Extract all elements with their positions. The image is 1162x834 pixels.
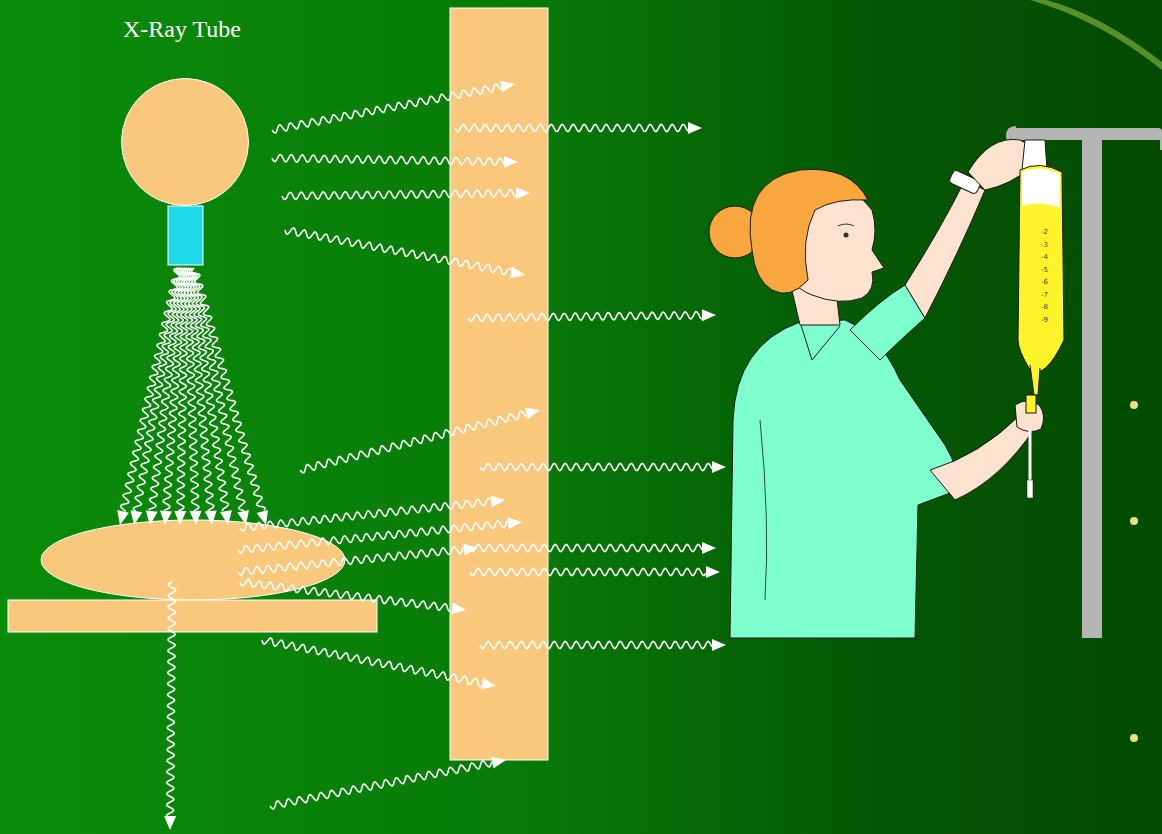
ray-wave <box>192 268 265 510</box>
ray-arrowhead <box>451 602 466 614</box>
ray-wave <box>190 268 245 511</box>
ray-arrowhead <box>205 511 217 526</box>
ray-wave <box>188 268 229 511</box>
ray-wave <box>468 312 702 322</box>
ray-arrowhead <box>146 510 158 525</box>
bullet-dot <box>1130 517 1138 525</box>
ray-wave <box>262 638 481 687</box>
ray-arrowhead <box>516 187 530 199</box>
xray-tube: X-Ray Tube <box>121 78 249 206</box>
shield-barrier <box>450 8 548 760</box>
ray-wave <box>480 463 712 470</box>
ray-wave <box>300 411 527 473</box>
ray-arrowhead <box>702 542 716 554</box>
iv-pole <box>1008 128 1162 638</box>
ray-wave <box>480 641 712 648</box>
ray-wave <box>167 582 176 816</box>
ray-arrowhead <box>688 122 702 134</box>
ray-arrowhead <box>174 511 186 525</box>
ray-wave <box>240 579 451 611</box>
ray-arrowhead <box>525 408 540 420</box>
ray-arrowhead <box>706 566 720 578</box>
ray-wave <box>470 568 706 575</box>
ray-wave <box>470 544 702 551</box>
ray-arrowhead <box>510 267 525 279</box>
patient-body <box>41 520 345 600</box>
ray-wave <box>272 84 502 133</box>
ray-arrowhead <box>164 816 176 830</box>
scale-number: -9 <box>1041 316 1048 324</box>
ray-arrowhead <box>491 757 506 769</box>
ray-wave <box>282 190 516 200</box>
decor-wedge <box>1030 0 1162 70</box>
ray-arrowhead <box>702 309 716 321</box>
ray-wave <box>285 228 511 275</box>
scale-number: -7 <box>1041 291 1048 299</box>
ray-wave <box>270 761 492 809</box>
scale-number: -3 <box>1041 241 1048 249</box>
scale-number: -4 <box>1041 253 1048 261</box>
ray-wave <box>272 155 504 166</box>
ray-wave <box>186 268 214 511</box>
ray-arrowhead <box>712 639 726 651</box>
ray-arrowhead <box>712 461 726 473</box>
ray-arrowhead <box>131 510 143 525</box>
ray-arrowhead <box>220 510 232 525</box>
ray-arrowhead <box>160 511 172 525</box>
ray-wave <box>455 124 688 131</box>
ray-arrowhead <box>117 510 129 525</box>
bullet-dot <box>1130 401 1138 409</box>
ray-arrowhead <box>508 517 523 529</box>
iv-bag <box>1018 140 1064 498</box>
ray-wave <box>238 547 464 576</box>
ray-arrowhead <box>190 511 202 525</box>
nurse-figure <box>709 139 1044 638</box>
scale-number: -8 <box>1041 303 1048 311</box>
scale-number: -2 <box>1041 228 1048 236</box>
ray-wave <box>149 268 185 510</box>
ray-arrowhead <box>500 81 515 93</box>
ray-arrowhead <box>481 677 496 689</box>
ray-wave <box>177 268 189 511</box>
bullet-dot <box>1130 734 1138 742</box>
collimator <box>168 206 203 265</box>
ray-arrowhead <box>490 496 505 508</box>
tube-label: X-Ray Tube <box>123 15 241 43</box>
exam-table <box>8 600 377 632</box>
ray-arrowhead <box>237 510 249 525</box>
ray-arrowhead <box>504 156 518 168</box>
scale-number: -5 <box>1041 266 1048 274</box>
scale-number: -6 <box>1041 278 1048 286</box>
